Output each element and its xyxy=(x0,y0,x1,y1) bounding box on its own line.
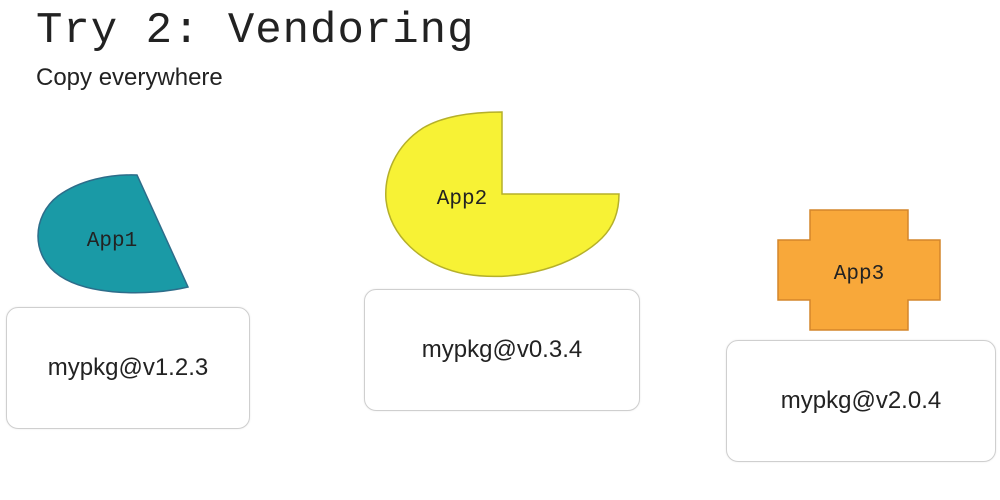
app1-package-box: mypkg@v1.2.3 xyxy=(6,307,250,429)
app2-shape xyxy=(385,111,620,278)
app2-package-label: mypkg@v0.3.4 xyxy=(421,336,583,363)
slide-title: Try 2: Vendoring xyxy=(36,6,475,56)
app1-shape xyxy=(37,174,190,294)
app2-label: App2 xyxy=(437,188,487,211)
app3-package-box: mypkg@v2.0.4 xyxy=(726,340,996,462)
app1-package-label: mypkg@v1.2.3 xyxy=(47,354,209,381)
app2-package-box: mypkg@v0.3.4 xyxy=(364,289,640,411)
slide-subtitle: Copy everywhere xyxy=(36,64,223,91)
app3-shape xyxy=(777,209,941,331)
app3-package-label: mypkg@v2.0.4 xyxy=(780,387,942,414)
app1-label: App1 xyxy=(87,230,137,253)
app3-label: App3 xyxy=(834,263,884,286)
